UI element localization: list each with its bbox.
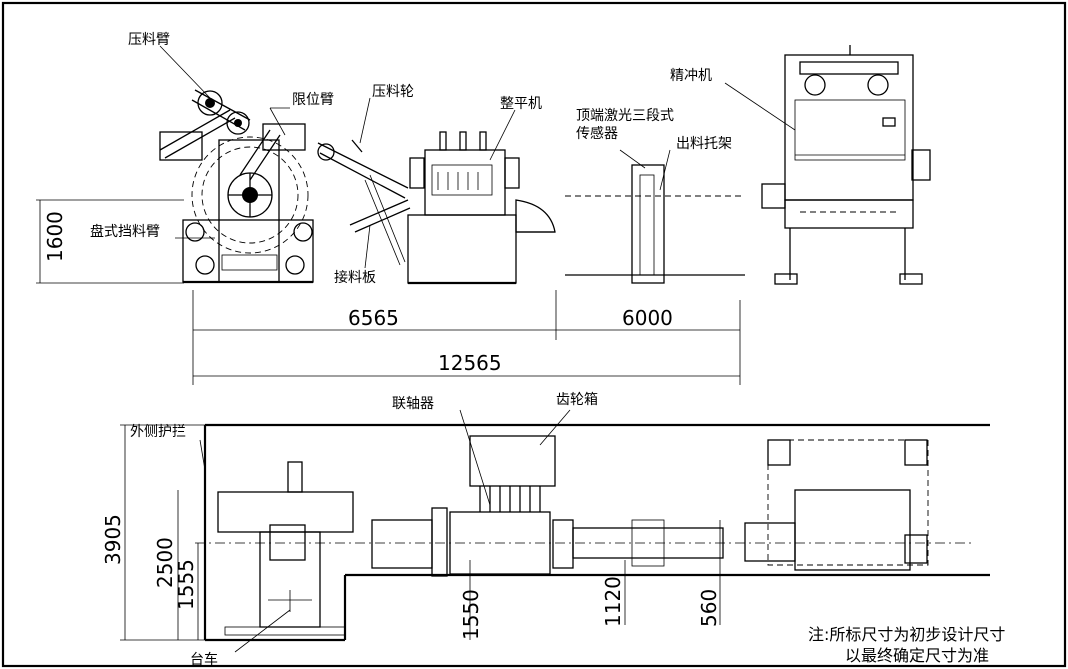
leveler <box>407 131 556 285</box>
label-press-wheel: 压料轮 <box>372 84 414 100</box>
dim-560: 560 <box>697 589 721 627</box>
dim-6565: 6565 <box>348 306 399 330</box>
out-rack <box>631 164 665 284</box>
punch-press <box>761 45 931 285</box>
dim-6000: 6000 <box>622 306 673 330</box>
label-leveler: 整平机 <box>500 96 542 112</box>
label-coupling: 联轴器 <box>392 396 434 412</box>
dim-1600: 1600 <box>43 211 67 262</box>
bottom-dimensions <box>120 424 721 641</box>
press-arm <box>191 89 251 135</box>
label-out-rack: 出料托架 <box>676 136 732 152</box>
label-top-sensor: 顶端激光三段式 <box>576 107 674 124</box>
label-top-sensor-2: 传感器 <box>576 125 618 142</box>
labels: 压料臂 限位臂 压料轮 整平机 顶端激光三段式 传感器 出料托架 精冲机 盘式挡… <box>90 32 732 668</box>
label-limit-arm: 限位臂 <box>292 92 334 108</box>
side-view <box>159 45 931 285</box>
dimension-values: 1600 6565 6000 12565 3905 2500 1555 1550… <box>43 211 721 640</box>
label-gearbox: 齿轮箱 <box>556 392 598 408</box>
top-dimensions <box>36 199 741 385</box>
dim-3905: 3905 <box>101 514 125 565</box>
plan-view <box>195 423 990 642</box>
label-feed-plate: 接料板 <box>334 269 376 286</box>
strip-line <box>565 195 745 276</box>
note-line-2: 以最终确定尺寸为准 <box>845 646 989 665</box>
note: 注:所标尺寸为初步设计尺寸 以最终确定尺寸为准 <box>808 625 1005 665</box>
dim-2500: 2500 <box>153 537 177 588</box>
dim-1550: 1550 <box>459 589 483 640</box>
label-guard: 外侧护拦 <box>130 424 186 440</box>
label-disc-arm: 盘式挡料臂 <box>90 223 160 240</box>
feed-plate-arm <box>317 139 411 266</box>
label-press-arm: 压料臂 <box>128 32 170 48</box>
dim-12565: 12565 <box>438 351 502 375</box>
dim-1555: 1555 <box>174 559 198 610</box>
gear-shafts <box>479 486 541 512</box>
bottom-leaders <box>199 409 571 653</box>
label-punch: 精冲机 <box>670 68 712 84</box>
note-line-1: 注:所标尺寸为初步设计尺寸 <box>808 625 1005 644</box>
top-leaders <box>159 45 796 269</box>
label-cart: 台车 <box>190 651 218 668</box>
dim-1120: 1120 <box>601 576 625 627</box>
decoiler <box>159 109 314 284</box>
